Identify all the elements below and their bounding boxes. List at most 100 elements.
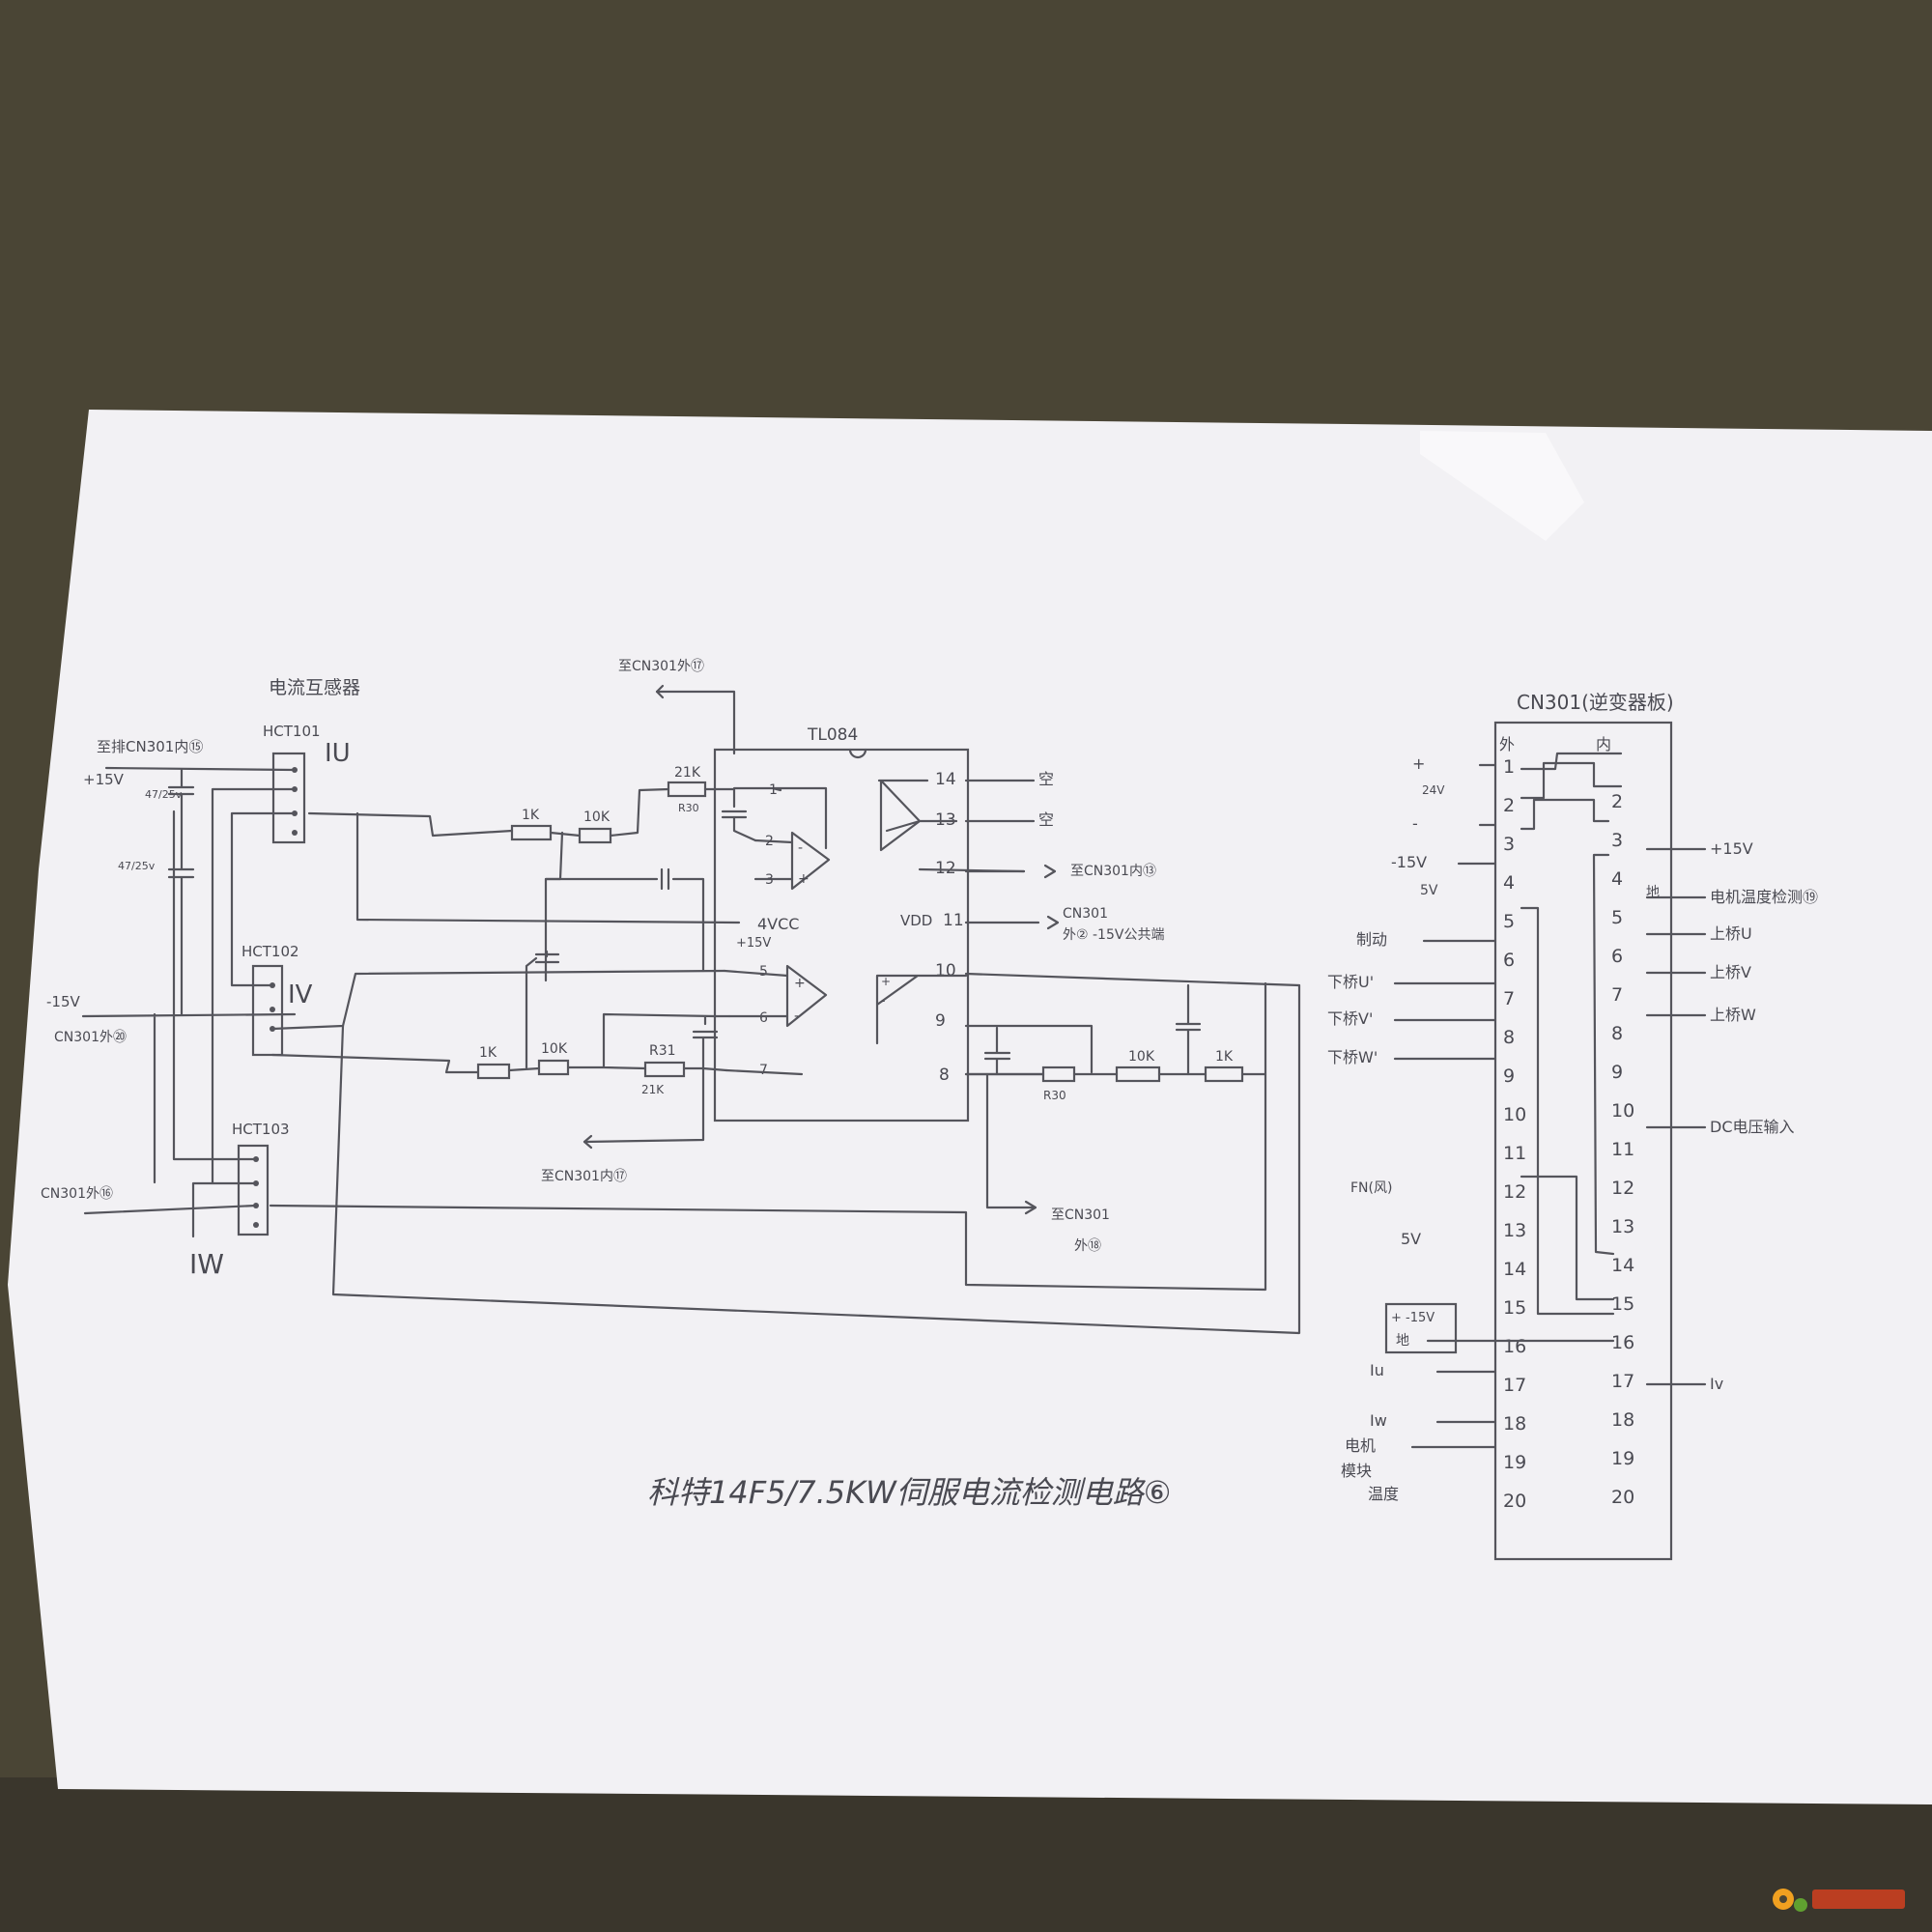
wire xyxy=(211,787,297,1185)
right-signal-6: Iv xyxy=(1710,1375,1723,1393)
outer-pin-20: 20 xyxy=(1503,1491,1526,1512)
left-signal-24v: 24V xyxy=(1422,783,1445,797)
paper-highlight xyxy=(1420,431,1584,541)
to-cn301-out17-label: 至CN301外⑰ xyxy=(618,659,704,674)
r30-top-label: R30 xyxy=(678,802,699,814)
opamp-b-wires xyxy=(723,969,804,1076)
outer-pin-8: 8 xyxy=(1503,1027,1515,1048)
left-signal-3: 制动 xyxy=(1356,930,1387,949)
iw-output-wire xyxy=(269,981,1267,1292)
tl084-notch xyxy=(848,748,867,759)
hct101-pin xyxy=(292,830,298,836)
pin14-label: 14 xyxy=(935,770,956,789)
cn301-body xyxy=(1493,721,1673,1561)
cn301-out20-label: CN301外⑳ xyxy=(54,1030,127,1045)
right-signal-1: 电机温度检测⑲ xyxy=(1710,888,1818,906)
left-signal-fn: FN(风) xyxy=(1350,1180,1392,1196)
left-signal-9: 电机 xyxy=(1345,1436,1376,1455)
outer-pin-13: 13 xyxy=(1503,1220,1526,1241)
outer-pin-1: 1 xyxy=(1503,756,1515,778)
left-signal-motor2: 模块 xyxy=(1341,1462,1372,1480)
cn301-outer-label: 外 xyxy=(1499,735,1515,753)
outer-pin-9: 9 xyxy=(1503,1065,1515,1087)
arrow-head xyxy=(582,1134,593,1150)
to-cn301-in15-label: 至排CN301内⑮ xyxy=(97,738,203,755)
opamp-a-plus: + xyxy=(798,871,810,887)
left-signal-5v: 5V xyxy=(1420,883,1438,898)
hct103-pin xyxy=(253,1222,259,1228)
r30-right-label: R30 xyxy=(1043,1089,1066,1102)
vcc-value-label: +15V xyxy=(736,936,771,951)
arrow-head xyxy=(1024,1200,1037,1215)
hct102-box xyxy=(251,964,284,1057)
tl084-chip-body xyxy=(713,748,970,1122)
site-logo xyxy=(1773,1889,1905,1912)
r1k-top-label: 1K xyxy=(522,808,540,823)
minus15v-box xyxy=(1384,1302,1458,1354)
plus15v-label: +15V xyxy=(83,771,125,788)
outer-pin-12: 12 xyxy=(1503,1181,1526,1203)
inner-pin-15: 15 xyxy=(1611,1293,1634,1315)
left-signals: +--15V制动下桥U'下桥V'下桥W'IuIw电机24V5VFN(风)5V+ … xyxy=(1327,754,1497,1503)
wire xyxy=(270,969,726,1031)
to-cn301-in17-label: 至CN301内⑰ xyxy=(541,1169,627,1184)
outer-pin-16: 16 xyxy=(1503,1336,1526,1357)
outer-pin-10: 10 xyxy=(1503,1104,1526,1125)
outer-pin-18: 18 xyxy=(1503,1413,1526,1435)
inner-pin-12: 12 xyxy=(1611,1178,1634,1199)
r10k-bot-label: 10K xyxy=(541,1041,568,1057)
inner-pin-3: 3 xyxy=(1611,830,1623,851)
outer-pin-4: 4 xyxy=(1503,872,1515,894)
inner-pin-20: 20 xyxy=(1611,1487,1634,1508)
inner-pin-13: 13 xyxy=(1611,1216,1634,1237)
inner-pin-19: 19 xyxy=(1611,1448,1634,1469)
pin5-wire xyxy=(1520,906,1615,1316)
wire xyxy=(355,811,741,924)
pin6-label: 6 xyxy=(759,1010,768,1026)
hct103-box xyxy=(237,1144,270,1236)
right-signal-2: 上桥U xyxy=(1710,924,1752,943)
pin9-label: 9 xyxy=(935,1011,946,1031)
outer-pin-19: 19 xyxy=(1503,1452,1526,1473)
r10k-right-label: 10K xyxy=(1128,1049,1155,1065)
left-signal-1: - xyxy=(1412,814,1418,833)
inner-pin-7: 7 xyxy=(1611,984,1623,1006)
hct103-label: HCT103 xyxy=(232,1121,290,1138)
wire xyxy=(985,1072,1036,1209)
diagram-title: 科特14F5/7.5KW伺服电流检测电路⑥ xyxy=(647,1474,1171,1511)
iw-label: IW xyxy=(189,1248,224,1280)
cn301-out2-label: CN301 xyxy=(1063,906,1108,922)
left-signal-8: Iw xyxy=(1370,1411,1387,1430)
vcc-label: 4VCC xyxy=(757,915,799,933)
r31-label: R31 xyxy=(649,1043,676,1059)
opamp-c-minus: - xyxy=(881,994,885,1008)
opamp-a-wires xyxy=(732,786,828,881)
outer-pin-6: 6 xyxy=(1503,950,1515,971)
opamp-a-symbol xyxy=(790,831,831,891)
arrow-head xyxy=(655,684,665,699)
hct101-box xyxy=(271,752,306,844)
opamp-b-symbol xyxy=(785,964,828,1028)
inner-pin-17: 17 xyxy=(1611,1371,1634,1392)
opamp-c-plus: + xyxy=(881,975,891,988)
r1k-bot-label: 1K xyxy=(479,1045,497,1061)
minus15v-wire xyxy=(81,1012,297,1184)
cn301-connector: CN301(逆变器板) 外 内 123456789101112131415161… xyxy=(1327,691,1818,1561)
inner-pin-6: 6 xyxy=(1611,946,1623,967)
left-signal-4: 下桥U' xyxy=(1327,973,1374,991)
minus15v-box-gnd: 地 xyxy=(1396,1333,1409,1349)
empty14-label: 空 xyxy=(1038,770,1054,788)
jumper-wires xyxy=(1520,752,1623,831)
left-signal-7: Iu xyxy=(1370,1361,1384,1379)
left-signal-motor3: 温度 xyxy=(1368,1485,1399,1503)
left-signal-6: 下桥W' xyxy=(1327,1048,1378,1066)
outer-pin-14: 14 xyxy=(1503,1259,1526,1280)
cap2-label: 47/25v xyxy=(118,860,156,872)
inner-pin-8: 8 xyxy=(1611,1023,1623,1044)
inner-pin-10: 10 xyxy=(1611,1100,1634,1122)
opamp-section: TL084 至CN301外⑰ 1K 10K 21K R30 - + 1 2 3 … xyxy=(476,659,1301,1254)
wire xyxy=(104,766,297,772)
right-signal-0: +15V xyxy=(1710,839,1753,858)
